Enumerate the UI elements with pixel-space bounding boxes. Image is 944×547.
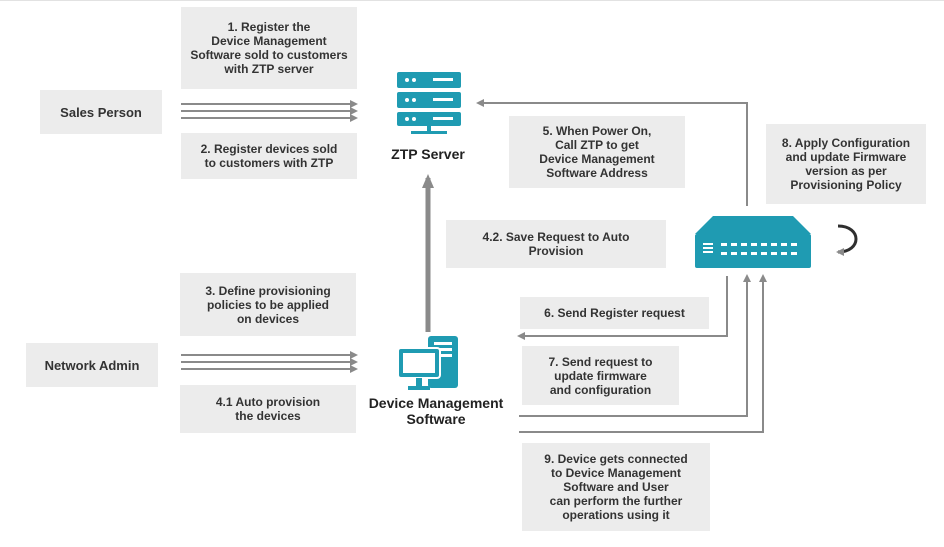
step-8-text: 8. Apply Configuration and update Firmwa… bbox=[781, 136, 911, 192]
register-request-arrow bbox=[517, 276, 728, 340]
dms-label: Device Management Software bbox=[368, 395, 504, 427]
step-9-box: 9. Device gets connected to Device Manag… bbox=[522, 443, 710, 531]
network-switch-icon bbox=[695, 216, 811, 268]
step-7-text: 7. Send request to update firmware and c… bbox=[548, 354, 653, 397]
actor-network-admin: Network Admin bbox=[26, 343, 158, 387]
step-3-text: 3. Define provisioning policies to be ap… bbox=[205, 283, 331, 326]
actor-network-admin-label: Network Admin bbox=[44, 357, 140, 373]
step-3-box: 3. Define provisioning policies to be ap… bbox=[180, 273, 356, 336]
step-5-text: 5. When Power On, Call ZTP to get Device… bbox=[539, 124, 655, 180]
step-4-1-text: 4.1 Auto provision the devices bbox=[215, 395, 321, 423]
step-1-box: 1. Register the Device Management Softwa… bbox=[181, 7, 357, 89]
computer-icon bbox=[398, 336, 458, 390]
step-6-text: 6. Send Register request bbox=[544, 306, 685, 320]
top-border bbox=[0, 0, 944, 1]
step-2-text: 2. Register devices sold to customers wi… bbox=[200, 142, 338, 170]
update-request-arrow bbox=[519, 274, 751, 417]
ztp-server-label: ZTP Server bbox=[391, 146, 465, 162]
step-6-box: 6. Send Register request bbox=[520, 297, 709, 329]
actor-sales-person: Sales Person bbox=[40, 90, 162, 134]
server-icon bbox=[397, 72, 461, 134]
step-1-text: 1. Register the Device Management Softwa… bbox=[190, 20, 348, 76]
step-4-2-box: 4.2. Save Request to Auto Provision bbox=[446, 220, 666, 268]
power-on-arrow bbox=[476, 99, 748, 206]
step-9-text: 9. Device gets connected to Device Manag… bbox=[544, 452, 688, 522]
connected-arrow bbox=[519, 274, 767, 433]
step-2-box: 2. Register devices sold to customers wi… bbox=[181, 133, 357, 179]
step-7-box: 7. Send request to update firmware and c… bbox=[522, 346, 679, 405]
step-4-1-box: 4.1 Auto provision the devices bbox=[180, 385, 356, 433]
apply-config-loop bbox=[836, 224, 858, 256]
step-8-box: 8. Apply Configuration and update Firmwa… bbox=[766, 124, 926, 204]
step-5-box: 5. When Power On, Call ZTP to get Device… bbox=[509, 116, 685, 188]
step-4-2-text: 4.2. Save Request to Auto Provision bbox=[482, 230, 630, 258]
actor-sales-person-label: Sales Person bbox=[60, 104, 142, 120]
